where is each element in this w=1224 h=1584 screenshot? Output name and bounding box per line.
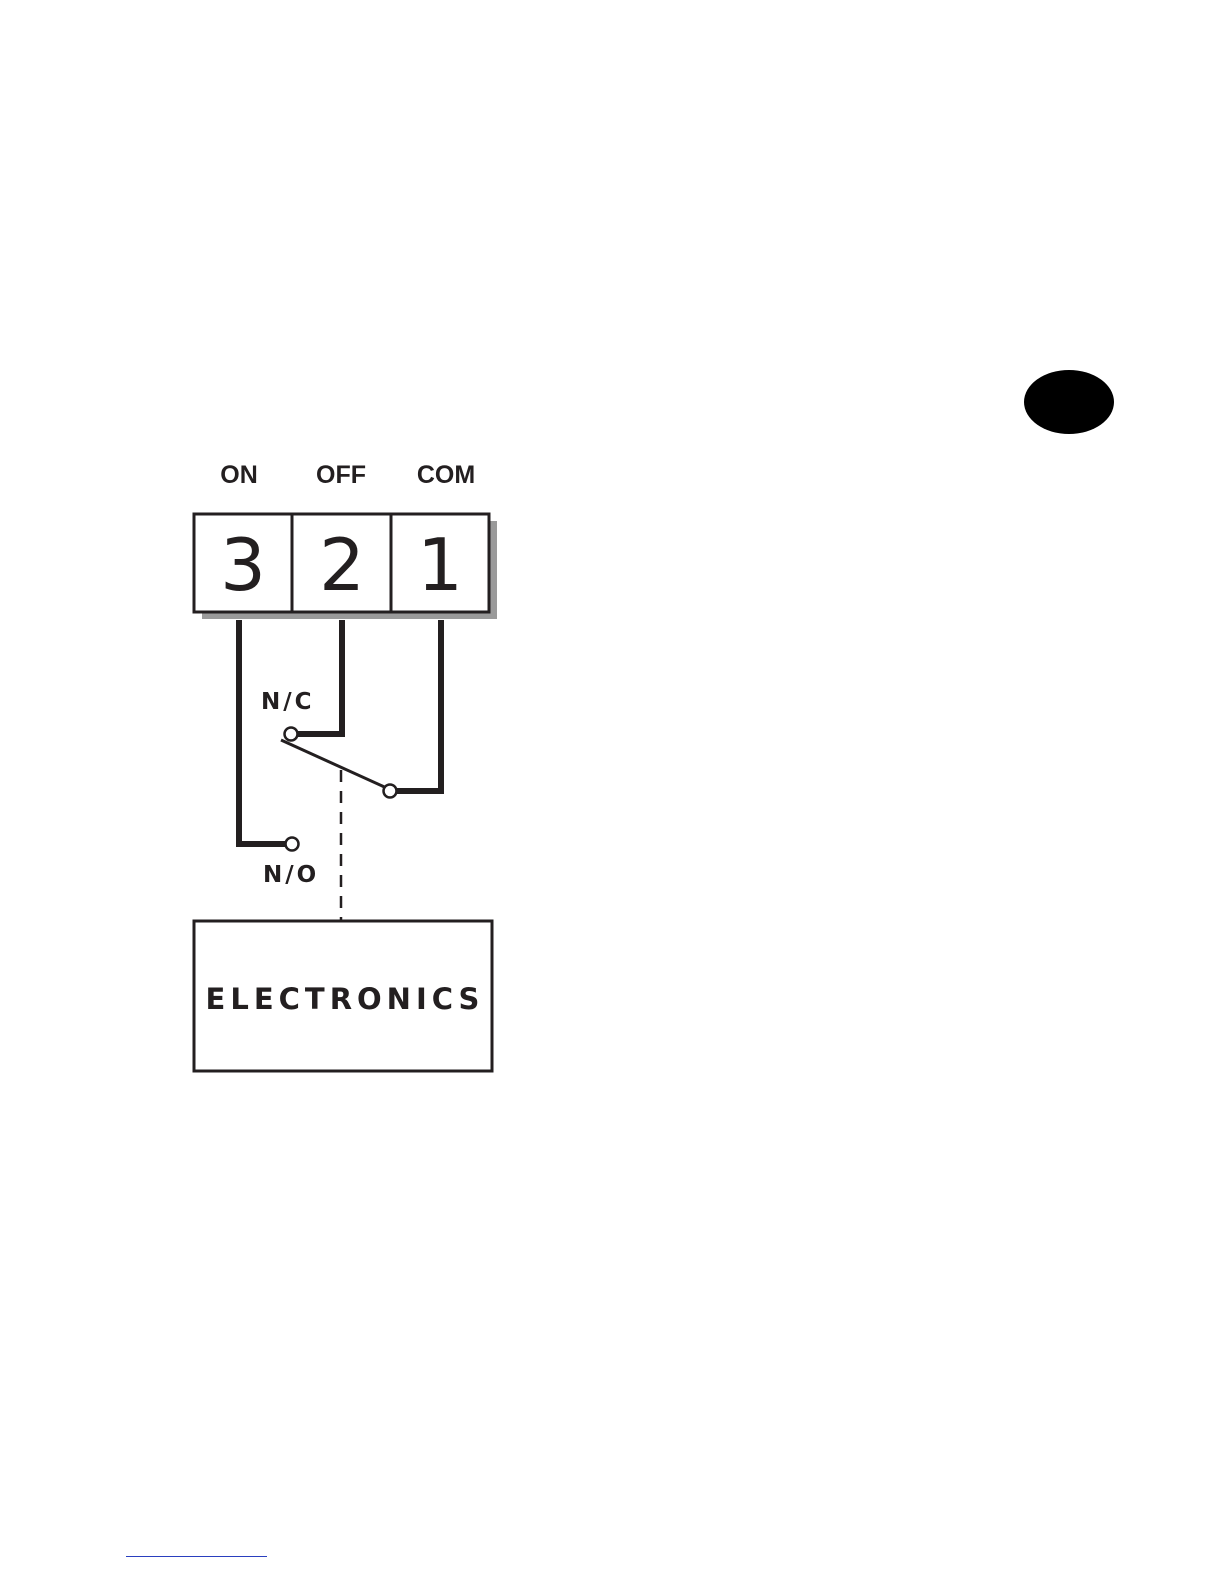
terminal-label-off: OFF: [316, 461, 366, 489]
footer-rule: [126, 1556, 267, 1557]
no-label: N/O: [263, 862, 319, 888]
terminal-number-3: 3: [220, 523, 266, 607]
terminal-label-on: ON: [220, 461, 258, 489]
wire-terminal-2-to-nc: [297, 620, 342, 734]
wire-terminal-1-to-common: [396, 620, 441, 791]
switch-arm: [281, 740, 391, 790]
terminal-number-2: 2: [319, 523, 365, 607]
wire-terminal-3-to-no: [239, 620, 286, 844]
terminal-label-com: COM: [417, 461, 475, 489]
nc-contact-point: [285, 728, 298, 741]
common-contact-point: [384, 785, 397, 798]
page-marker-tab: [1024, 370, 1114, 434]
nc-label: N/C: [261, 689, 315, 715]
electronics-module-label: ELECTRONICS: [206, 982, 485, 1016]
terminal-number-1: 1: [417, 523, 463, 607]
no-contact-point: [286, 838, 299, 851]
